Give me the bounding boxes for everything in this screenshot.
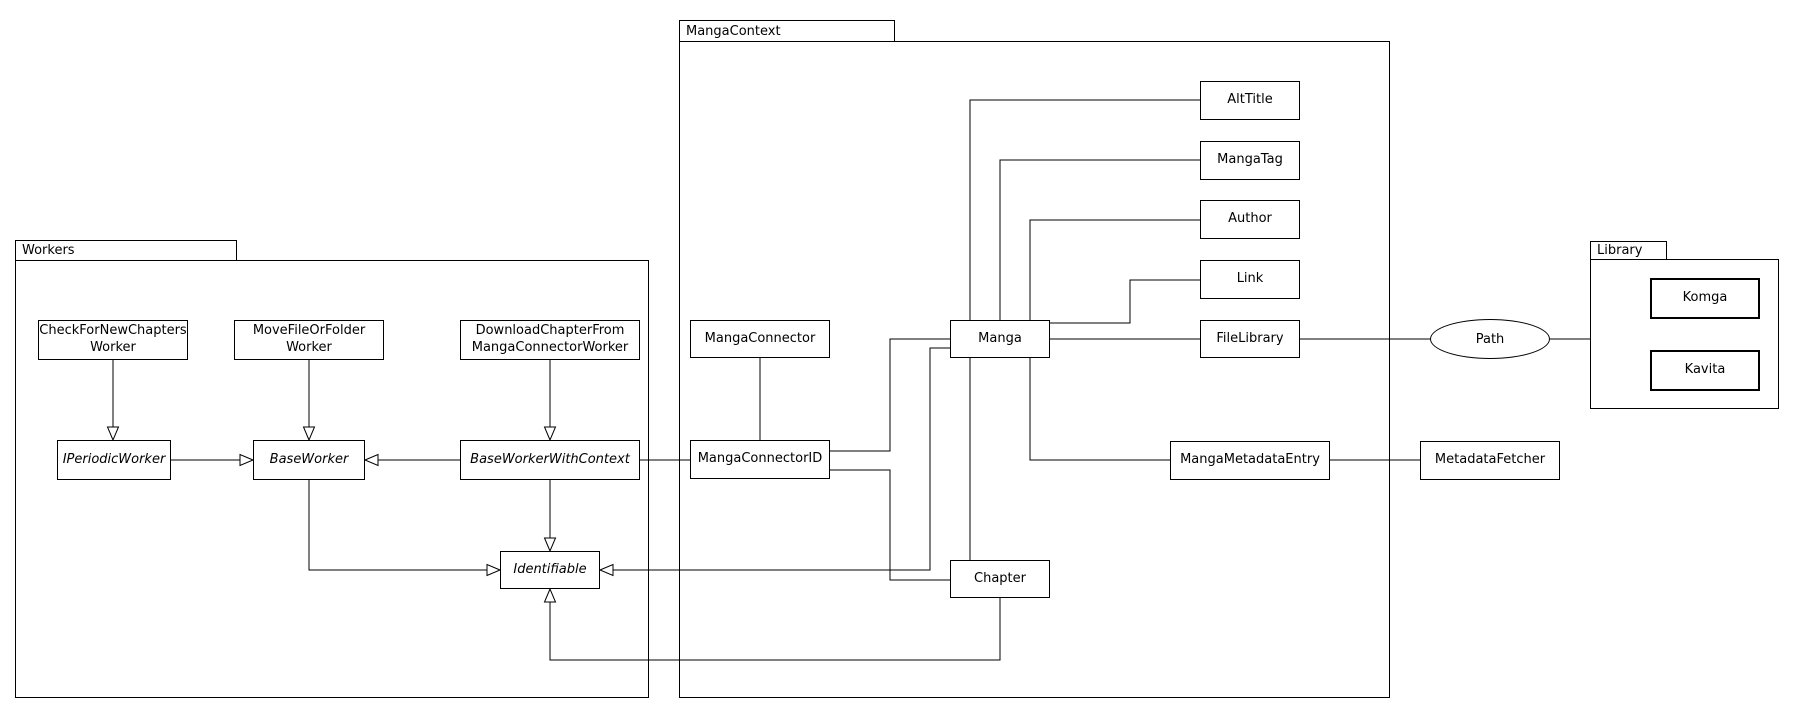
node-label-line: Worker [90,340,136,355]
node-chapter: Chapter [950,560,1050,598]
node-label-line: MangaMetadataEntry [1180,452,1320,468]
node-label-line: MangaConnector [704,330,816,346]
node-label-line: Identifiable [513,561,587,577]
node-label-line: BaseWorkerWithContext [470,451,630,467]
node-manga: Manga [950,320,1050,358]
node-label-line: FileLibrary [1216,330,1284,346]
node-path: Path [1430,319,1550,359]
arrowhead-right-icon [239,453,255,467]
edge-manga-to-author [1029,219,1200,320]
package-label-manga-context: MangaContext [686,23,781,39]
node-label-line: MangaTag [1217,152,1283,168]
arrowhead-down-icon [302,426,316,442]
arrowhead-down-icon [543,537,557,553]
node-manga-connector: MangaConnector [690,320,830,358]
node-author: Author [1200,200,1300,239]
node-file-library: FileLibrary [1200,320,1300,358]
edge-manga-to-alt-title [969,99,1200,320]
node-label: Path [1475,331,1505,347]
package-tab-manga-context: MangaContext [679,20,895,42]
node-label-line: MangaConnectorID [697,451,823,467]
node-i-periodic-worker: IPeriodicWorker [57,440,171,480]
node-label-line: Author [1228,211,1272,227]
node-manga-connector-id: MangaConnectorID [690,440,830,479]
node-kavita: Kavita [1650,350,1760,391]
node-manga-metadata-entry: MangaMetadataEntry [1170,441,1330,480]
node-label-line: IPeriodicWorker [62,451,166,467]
edge-chapter-to-identifiable [549,589,1001,661]
arrowhead-up-icon [543,587,557,603]
node-label-line: Komga [1682,290,1728,306]
node-label-line: BaseWorker [269,451,349,467]
node-label-line: MetadataFetcher [1434,452,1546,468]
edge-manga-to-link [1050,279,1200,324]
node-komga: Komga [1650,278,1760,319]
edge-manga-to-manga-tag [999,159,1200,320]
arrowhead-left-icon [363,453,379,467]
node-label-line: MangaConnectorWorker [471,340,629,355]
node-label-line: DownloadChapterFrom [475,323,625,339]
edge-manga-to-identifiable [600,347,950,571]
node-base-worker-with-context: BaseWorkerWithContext [460,440,640,480]
node-identifiable: Identifiable [500,551,600,589]
node-label-line: Kavita [1684,362,1726,378]
edge-manga-connector-id-to-chapter [830,469,950,581]
package-label-workers: Workers [22,243,75,258]
node-label-line: Manga [978,330,1022,346]
package-body-workers [15,260,649,698]
node-manga-tag: MangaTag [1200,141,1300,180]
node-label-line: Chapter [974,570,1026,586]
node-link: Link [1200,260,1300,299]
node-label-line: AltTitle [1227,92,1273,108]
node-metadata-fetcher: MetadataFetcher [1420,441,1560,480]
package-body-manga-context [679,41,1390,698]
edge-manga-to-manga-metadata-entry [1029,358,1170,461]
node-label-line: Link [1236,271,1264,287]
package-body-library [1590,259,1779,409]
node-label-line: Worker [286,340,332,355]
node-label-line: CheckForNewChapters [39,323,187,339]
arrowhead-left-icon [598,563,614,577]
node-alt-title: AltTitle [1200,81,1300,120]
node-base-worker: BaseWorker [253,440,365,480]
edge-manga-connector-id-to-manga [830,338,950,452]
arrowhead-right-icon [486,563,502,577]
arrowhead-down-icon [543,426,557,442]
package-label-library: Library [1597,243,1643,258]
arrowhead-down-icon [106,426,120,442]
package-tab-workers: Workers [15,240,237,261]
node-label-line: MoveFileOrFolder [252,323,366,339]
edge-baseworker-to-identifiable [308,480,500,571]
package-tab-library: Library [1590,241,1667,260]
